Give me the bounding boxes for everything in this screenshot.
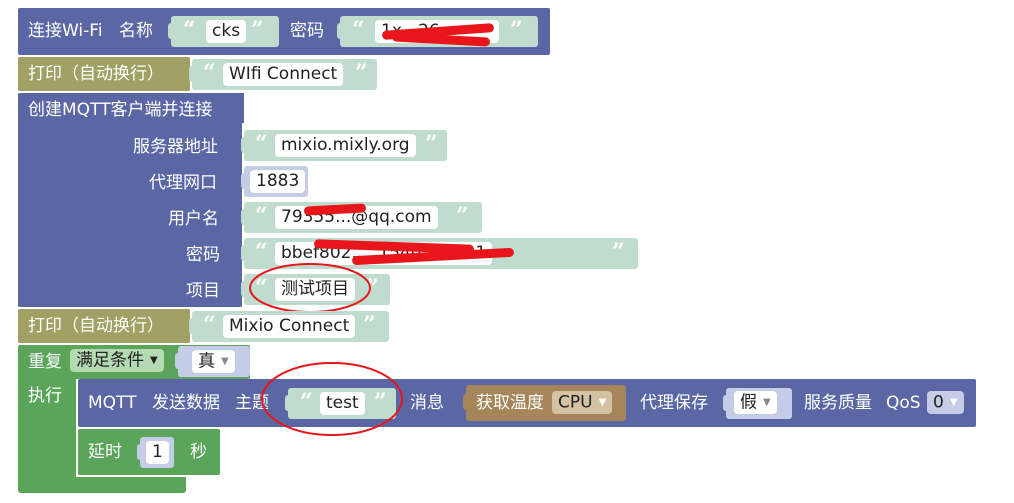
- wifi-connect-label: 连接Wi-Fi: [28, 21, 103, 41]
- temperature-source-dropdown[interactable]: CPU▼: [552, 391, 613, 414]
- mqtt-publish-block[interactable]: MQTT 发送数据 主题 “ test ” 消息 获取温度 CPU▼ 代理保存 …: [78, 379, 976, 427]
- qos-prefix: QoS: [886, 393, 921, 413]
- topic-slot[interactable]: “ test ”: [285, 388, 396, 419]
- temperature-label: 获取温度: [476, 393, 544, 413]
- message-label: 消息: [410, 393, 444, 413]
- print-block-2[interactable]: 打印（自动换行）: [18, 309, 190, 343]
- delay-value-slot[interactable]: 1: [137, 437, 174, 468]
- port-value[interactable]: 1883: [250, 170, 306, 193]
- red-circle-annotation: [261, 362, 403, 436]
- qos-label: 服务质量: [804, 393, 872, 413]
- retain-slot[interactable]: 假▼: [723, 388, 792, 419]
- delay-label: 延时: [88, 442, 122, 462]
- retain-label: 代理保存: [640, 393, 708, 413]
- publish-action-label: 发送数据: [152, 393, 220, 413]
- delay-block[interactable]: 延时 1 秒: [78, 429, 220, 475]
- chevron-down-icon: ▼: [949, 397, 958, 408]
- project-slot[interactable]: “ 测试项目 ”: [241, 274, 390, 305]
- port-label: 代理网口: [149, 173, 217, 193]
- chevron-down-icon: ▼: [221, 356, 229, 367]
- chevron-down-icon: ▼: [150, 355, 158, 366]
- wifi-name-value[interactable]: cks: [206, 20, 247, 43]
- condition-dropdown[interactable]: 真▼: [192, 350, 235, 373]
- delay-value[interactable]: 1: [146, 441, 169, 464]
- do-label: 执行: [28, 386, 62, 406]
- username-label: 用户名: [168, 209, 219, 229]
- print-text-slot-2[interactable]: “ Mixio Connect ”: [189, 311, 389, 342]
- server-address-value[interactable]: mixio.mixly.org: [275, 134, 416, 157]
- delay-unit: 秒: [190, 442, 207, 462]
- topic-label: 主题: [235, 393, 269, 413]
- repeat-while-block[interactable]: 重复 满足条件▼ 真▼: [18, 345, 250, 379]
- chevron-down-icon: ▼: [598, 397, 607, 408]
- temperature-block[interactable]: 获取温度 CPU▼: [463, 385, 626, 421]
- print-text-value[interactable]: WIfi Connect: [223, 63, 344, 86]
- mqtt-connect-block[interactable]: 创建MQTT客户端并连接: [18, 93, 242, 307]
- server-address-slot[interactable]: “ mixio.mixly.org ”: [241, 130, 447, 161]
- wifi-name-label: 名称: [119, 21, 153, 41]
- retain-dropdown[interactable]: 假▼: [734, 391, 777, 414]
- condition-slot[interactable]: 真▼: [175, 346, 250, 377]
- project-label: 项目: [186, 281, 220, 301]
- topic-value[interactable]: test: [320, 392, 365, 415]
- mqtt-connect-title: 创建MQTT客户端并连接: [28, 100, 213, 120]
- mqtt-password-label: 密码: [186, 245, 220, 265]
- wifi-name-slot[interactable]: “ cks ”: [168, 16, 279, 47]
- print-text-value-2[interactable]: Mixio Connect: [223, 315, 356, 338]
- qos-dropdown[interactable]: 0▼: [927, 391, 964, 414]
- mqtt-prefix: MQTT: [88, 393, 137, 413]
- print-label: 打印（自动换行）: [28, 64, 164, 84]
- red-circle-annotation: [249, 263, 371, 313]
- port-slot[interactable]: 1883: [241, 166, 308, 197]
- project-value[interactable]: 测试项目: [275, 278, 355, 301]
- server-address-label: 服务器地址: [133, 137, 218, 157]
- wifi-password-label: 密码: [290, 21, 324, 41]
- repeat-label: 重复: [28, 352, 62, 372]
- print-text-slot[interactable]: “ WIfi Connect ”: [189, 59, 377, 90]
- print-label-2: 打印（自动换行）: [28, 316, 164, 336]
- chevron-down-icon: ▼: [763, 397, 771, 408]
- print-block[interactable]: 打印（自动换行）: [18, 57, 190, 91]
- repeat-mode-dropdown[interactable]: 满足条件▼: [70, 349, 164, 372]
